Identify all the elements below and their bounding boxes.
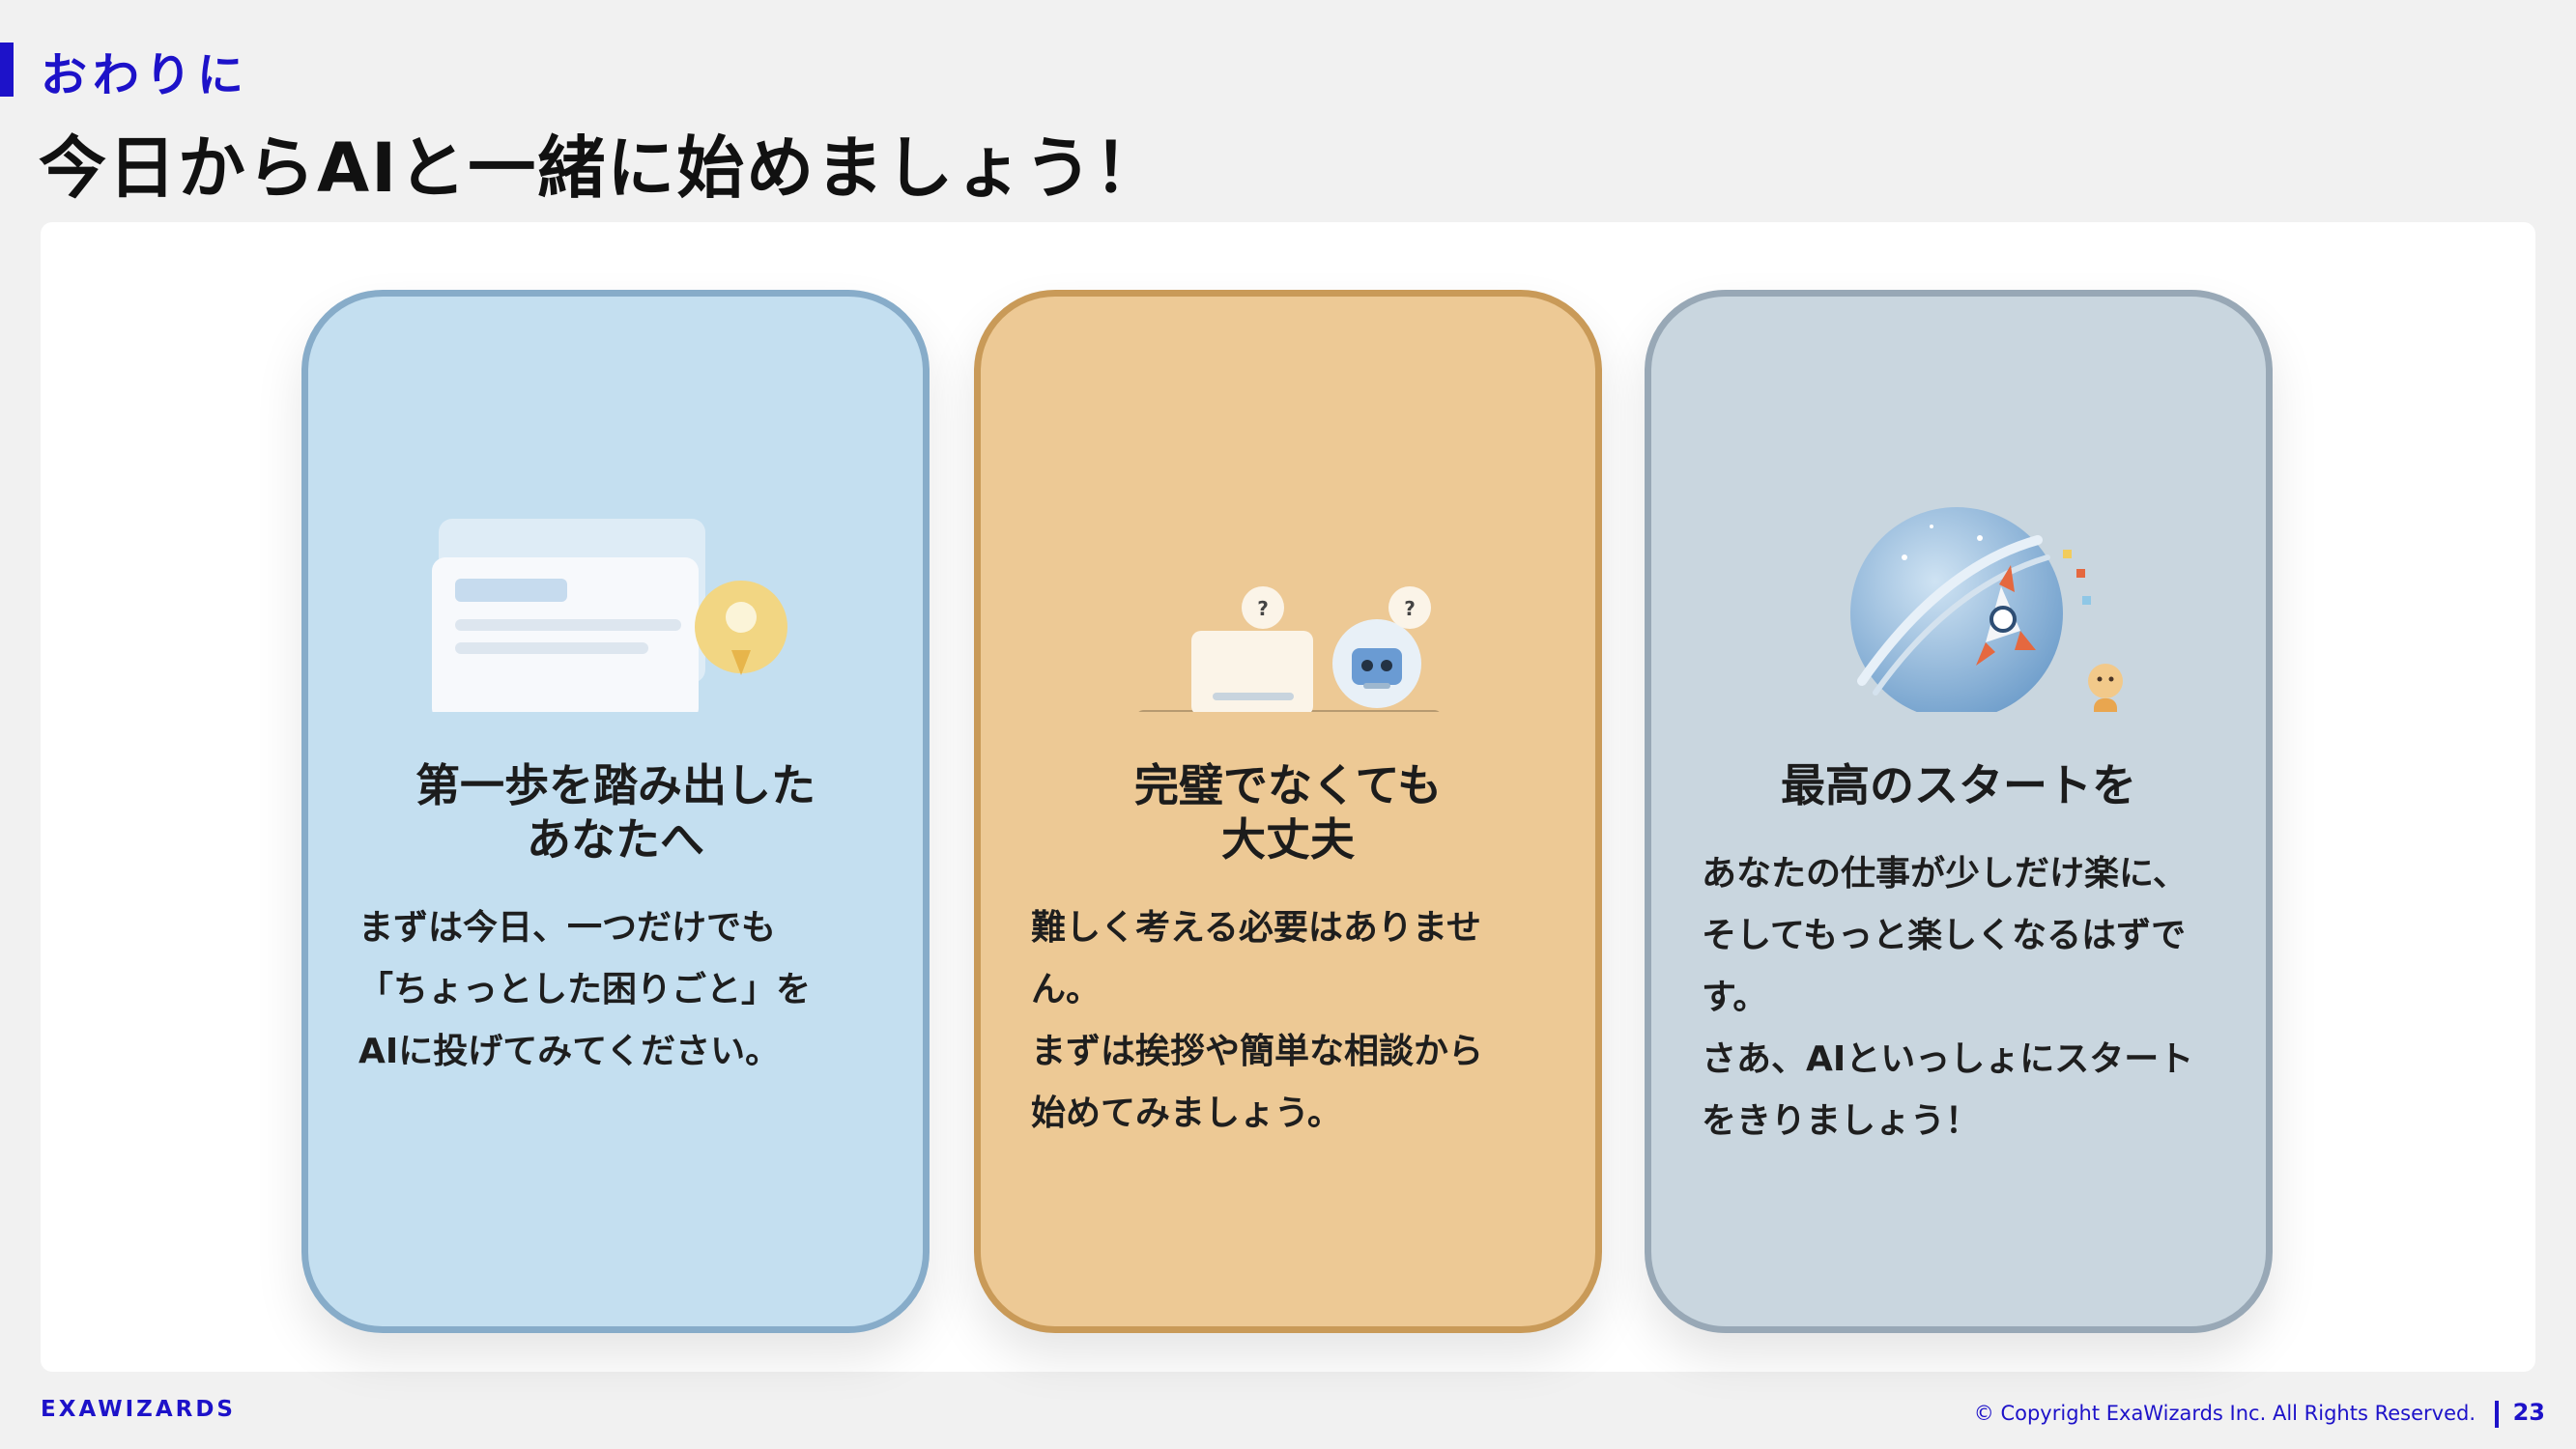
card-first-step: 第一歩を踏み出した あなたへ まずは今日、一つだけでも 「ちょっとした困りごと」… [301,290,930,1333]
section-label: おわりに [41,48,250,102]
card-title: 最高のスタートを [1781,759,2136,811]
card-title: 完璧でなくても 大丈夫 [1133,759,1443,866]
card-title: 第一歩を踏み出した あなたへ [415,759,816,866]
card-best-start: 最高のスタートを あなたの仕事が少しだけ楽に、 そしてもっと楽しくなるはずで す… [1645,290,2273,1333]
footer-divider [2495,1401,2499,1428]
svg-text:?: ? [1257,597,1269,620]
copyright-text: © Copyright ExaWizards Inc. All Rights R… [1973,1402,2476,1425]
section-accent-bar [0,43,14,97]
card-body: あなたの仕事が少しだけ楽に、 そしてもっと楽しくなるはずで す。 さあ、AIとい… [1702,854,2194,1141]
page-title: 今日からAIと一緒に始めましょう！ [39,128,1164,208]
rocket-planet-illustration [1850,507,2123,712]
company-logo: EXAWIZARDS [41,1397,236,1422]
card-no-need-perfect: ? ? 完璧でなくても 大丈夫 難しく考える必要はありませ ん。 まずは挨拶や簡… [974,290,1602,1333]
chat-lightbulb-illustration [432,519,787,712]
laptop-robot-illustration: ? ? [1138,586,1440,712]
svg-text:?: ? [1404,597,1416,620]
page-number: 23 [2512,1399,2545,1426]
card-body: 難しく考える必要はありませ ん。 まずは挨拶や簡単な相談から 始めてみましょう。 [1031,908,1484,1133]
card-body: まずは今日、一つだけでも 「ちょっとした困りごと」を AIに投げてみてください。 [358,908,812,1071]
